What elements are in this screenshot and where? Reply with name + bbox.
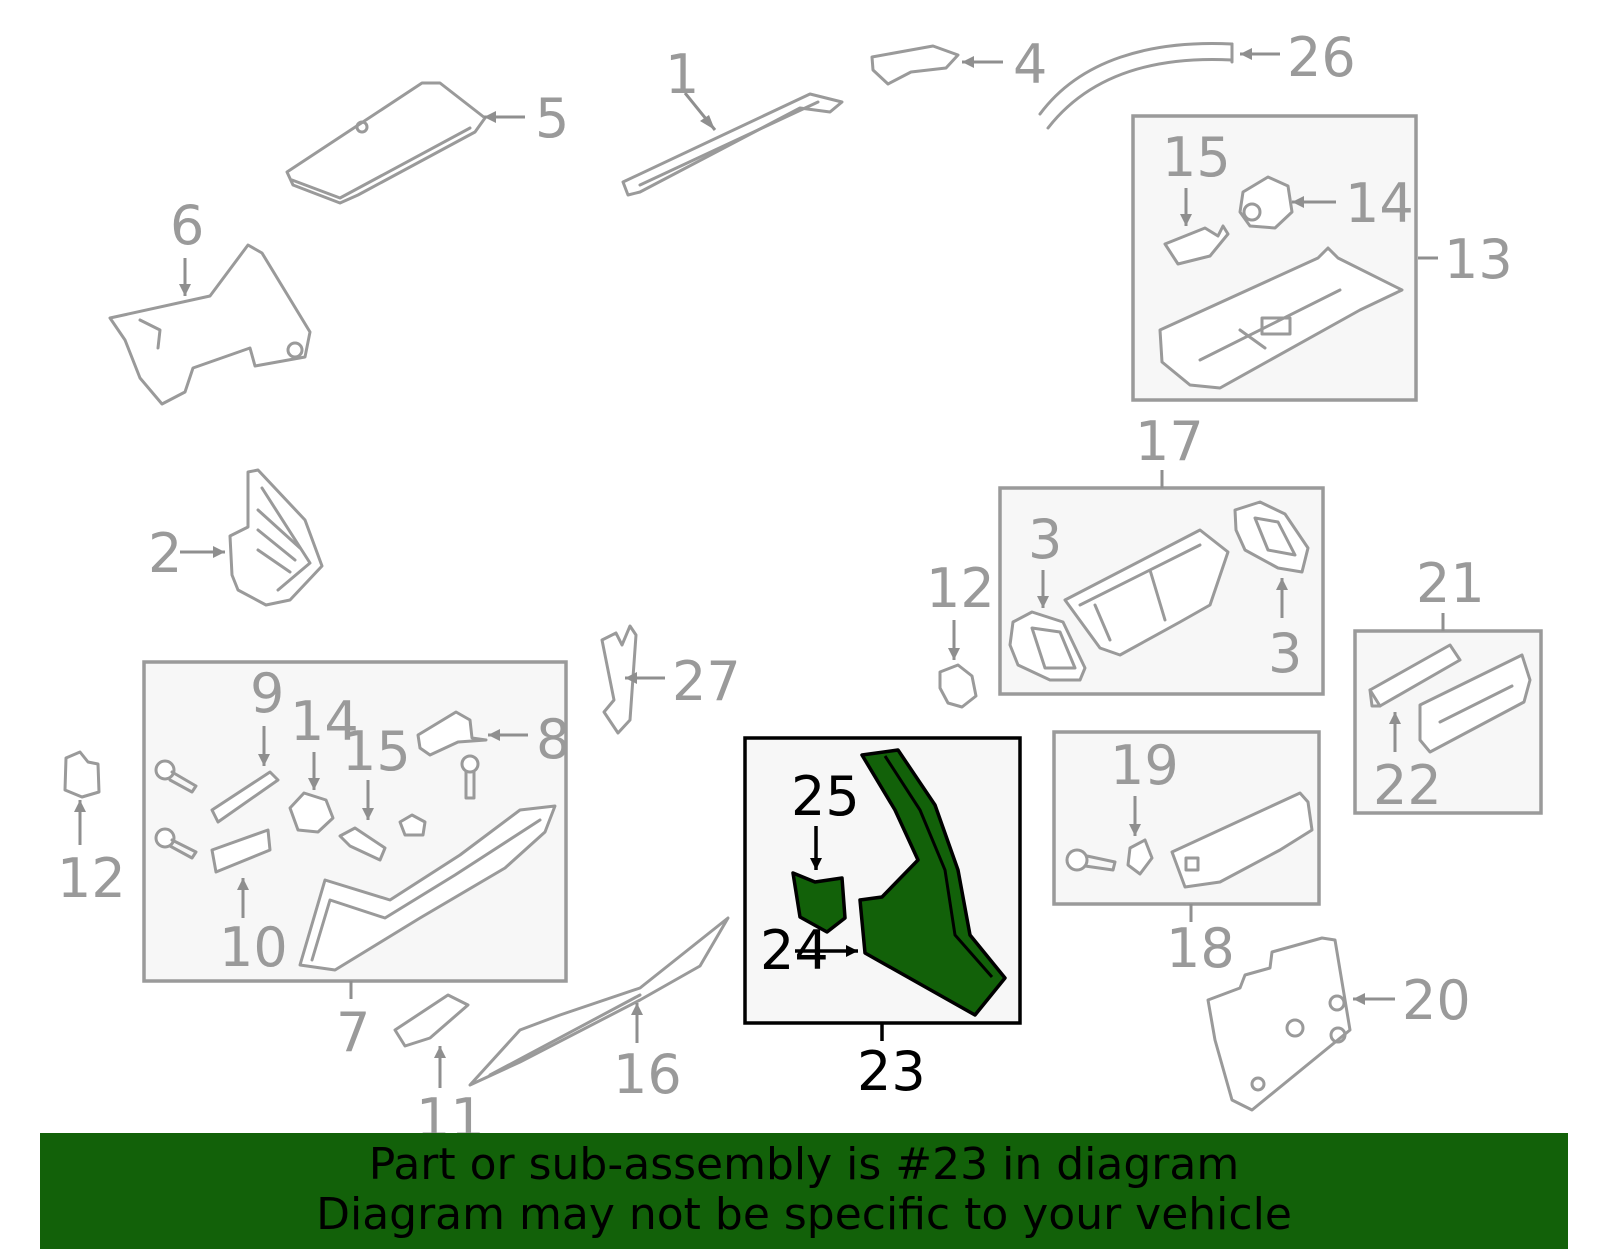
part-7-glove-box-door[interactable] — [298, 804, 557, 972]
callout-22: 22 — [1373, 754, 1442, 817]
clip-7 — [398, 813, 427, 837]
callout-24: 24 — [760, 919, 829, 982]
part-1-rail[interactable] — [621, 92, 844, 197]
part-25-cover[interactable] — [791, 871, 847, 934]
part-18-trim-bracket[interactable] — [1170, 791, 1314, 889]
callout-21: 21 — [1416, 552, 1485, 615]
part-12-clip-right[interactable] — [938, 663, 978, 709]
part-8-handle[interactable] — [416, 710, 488, 757]
callout-27: 27 — [672, 650, 741, 713]
callout-8: 8 — [536, 708, 570, 771]
callout-15-left: 15 — [342, 720, 411, 783]
part-11-clip[interactable] — [393, 993, 470, 1048]
part-5-tray[interactable] — [285, 81, 487, 205]
part-22-switch[interactable] — [1368, 643, 1462, 708]
screw-18 — [1065, 848, 1117, 872]
part-14-lamp-left[interactable] — [288, 791, 335, 834]
callout-17: 17 — [1135, 410, 1204, 473]
part-3-vent-right[interactable] — [1233, 500, 1310, 574]
notice-banner: Part or sub-assembly is #23 in diagram D… — [40, 1133, 1568, 1249]
part-15-bulb-top[interactable] — [1163, 224, 1230, 266]
callout-4: 4 — [1013, 33, 1047, 96]
part-10-striker[interactable] — [210, 828, 272, 874]
callout-7: 7 — [336, 1001, 370, 1064]
arrowheads — [74, 48, 1401, 1058]
callout-12-left: 12 — [57, 847, 126, 910]
callout-14-top: 14 — [1345, 172, 1414, 235]
part-20-panel[interactable] — [1206, 936, 1352, 1112]
callout-26: 26 — [1287, 26, 1356, 89]
screw-7-lower — [154, 827, 198, 860]
callout-23: 23 — [857, 1040, 926, 1103]
part-26-weatherstrip[interactable] — [1038, 42, 1234, 130]
part-19-clip[interactable] — [1126, 838, 1154, 876]
callout-15-top: 15 — [1162, 126, 1231, 189]
callout-3-left: 3 — [1028, 508, 1062, 571]
arrowheads-highlighted — [810, 858, 858, 957]
banner-line-1: Part or sub-assembly is #23 in diagram — [368, 1139, 1240, 1190]
callout-3-right: 3 — [1268, 622, 1302, 685]
part-14-lamp-top[interactable] — [1238, 175, 1294, 230]
part-4-bracket[interactable] — [870, 44, 960, 86]
callout-2: 2 — [148, 522, 182, 585]
callout-6: 6 — [170, 194, 204, 257]
callout-9: 9 — [250, 662, 284, 725]
callout-13: 13 — [1444, 228, 1513, 291]
callout-14-left: 14 — [290, 690, 359, 753]
part-21-switch-panel[interactable] — [1418, 653, 1532, 754]
part-9-latch[interactable] — [210, 770, 280, 824]
part-24-kick-panel[interactable] — [858, 748, 1007, 1017]
callout-10: 10 — [219, 916, 288, 979]
part-6-lower-panel[interactable] — [108, 243, 312, 406]
callout-20: 20 — [1402, 969, 1471, 1032]
part-12-clip-left[interactable] — [63, 750, 101, 799]
part-2-side-vent[interactable] — [228, 468, 324, 607]
part-13-glovebox-liner[interactable] — [1158, 246, 1404, 390]
callout-25: 25 — [791, 765, 860, 828]
callout-18: 18 — [1166, 917, 1235, 980]
callout-12-right: 12 — [926, 557, 995, 620]
callout-1: 1 — [665, 43, 699, 106]
part-3-vent-left[interactable] — [1008, 610, 1087, 682]
part-17-center-vent-duct[interactable] — [1063, 528, 1230, 657]
screw-7-upper — [154, 759, 198, 794]
callout-16: 16 — [613, 1043, 682, 1106]
part-16-sill-trim[interactable] — [468, 916, 730, 1087]
banner-line-2: Diagram may not be specific to your vehi… — [316, 1189, 1292, 1240]
part-15-bulb-left[interactable] — [338, 826, 387, 862]
callout-5: 5 — [535, 87, 569, 150]
screw-7-vertical — [460, 754, 480, 800]
callout-19: 19 — [1110, 734, 1179, 797]
